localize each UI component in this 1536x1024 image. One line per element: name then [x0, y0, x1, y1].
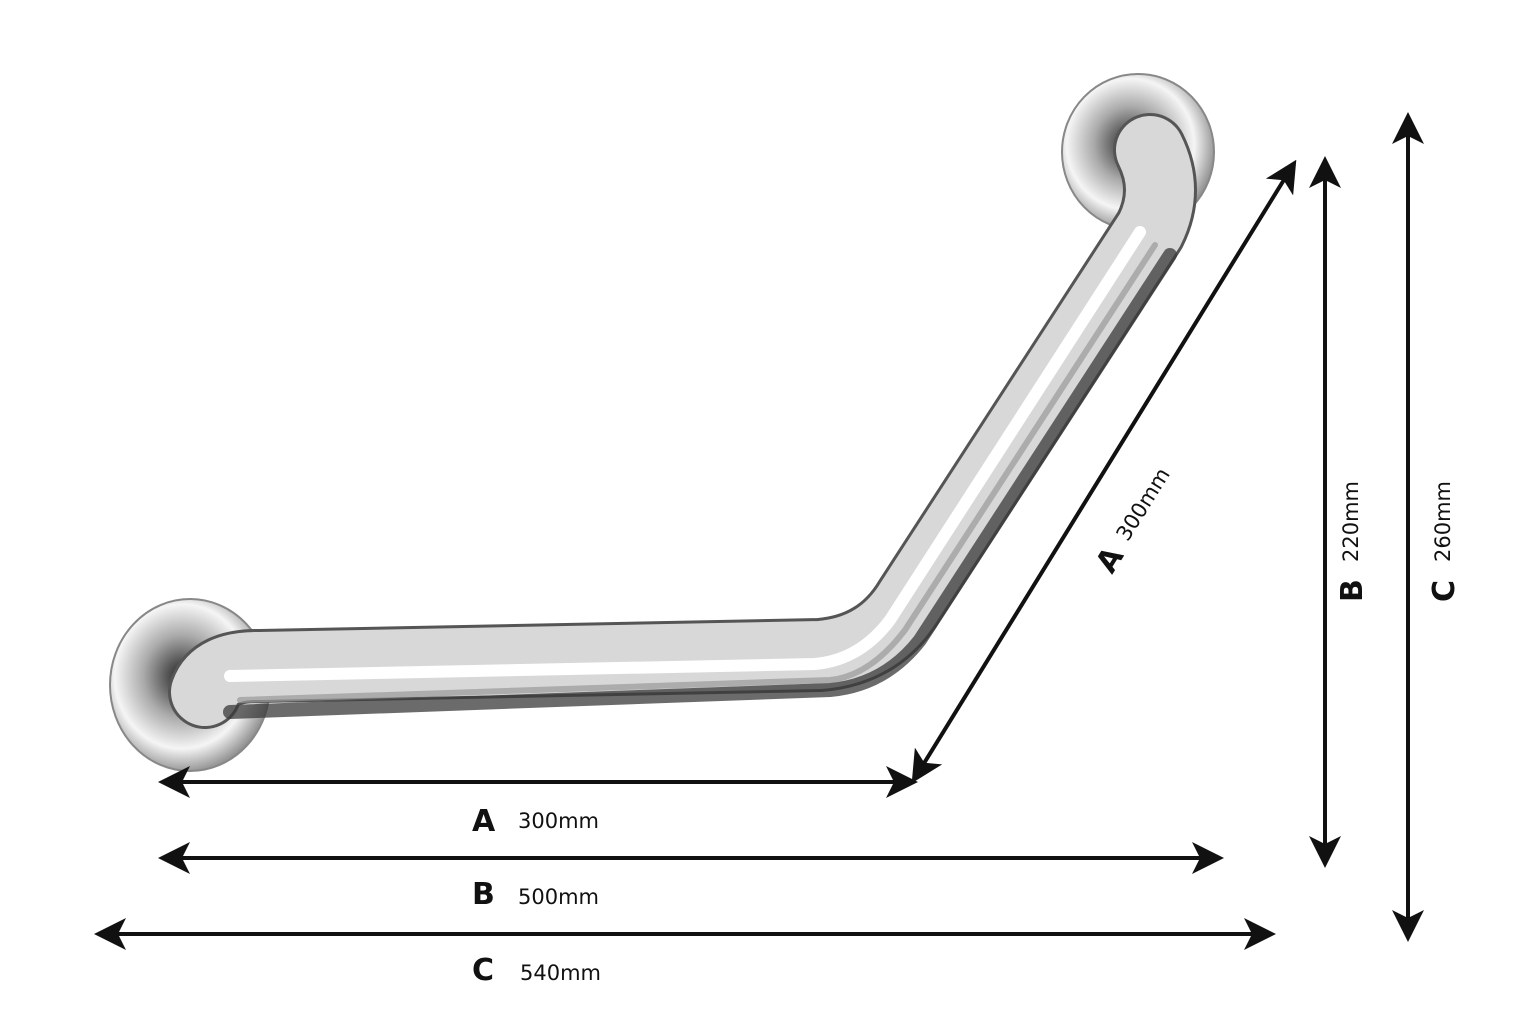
- arrow-a-diagonal: [911, 159, 1297, 784]
- dim-a-diagonal-value: 300mm: [1112, 464, 1175, 545]
- dim-a-value: 300mm: [518, 809, 599, 833]
- dim-a-diagonal-letter: A: [1089, 540, 1131, 579]
- dim-b-letter: B: [472, 877, 495, 912]
- dim-a-letter: A: [472, 804, 496, 839]
- dim-b-vertical-letter: B: [1335, 579, 1370, 602]
- dim-c-vertical-value: 260mm: [1431, 481, 1455, 562]
- dim-c-value: 540mm: [520, 961, 601, 985]
- tube-reflection: [237, 242, 1158, 703]
- dim-b-vertical-value: 220mm: [1339, 481, 1363, 562]
- dim-c-vertical-letter: C: [1427, 580, 1462, 602]
- dim-c-letter: C: [472, 953, 494, 988]
- grab-bar-image: [109, 73, 1215, 772]
- tube-highlight: [224, 226, 1146, 682]
- dim-b-value: 500mm: [518, 885, 599, 909]
